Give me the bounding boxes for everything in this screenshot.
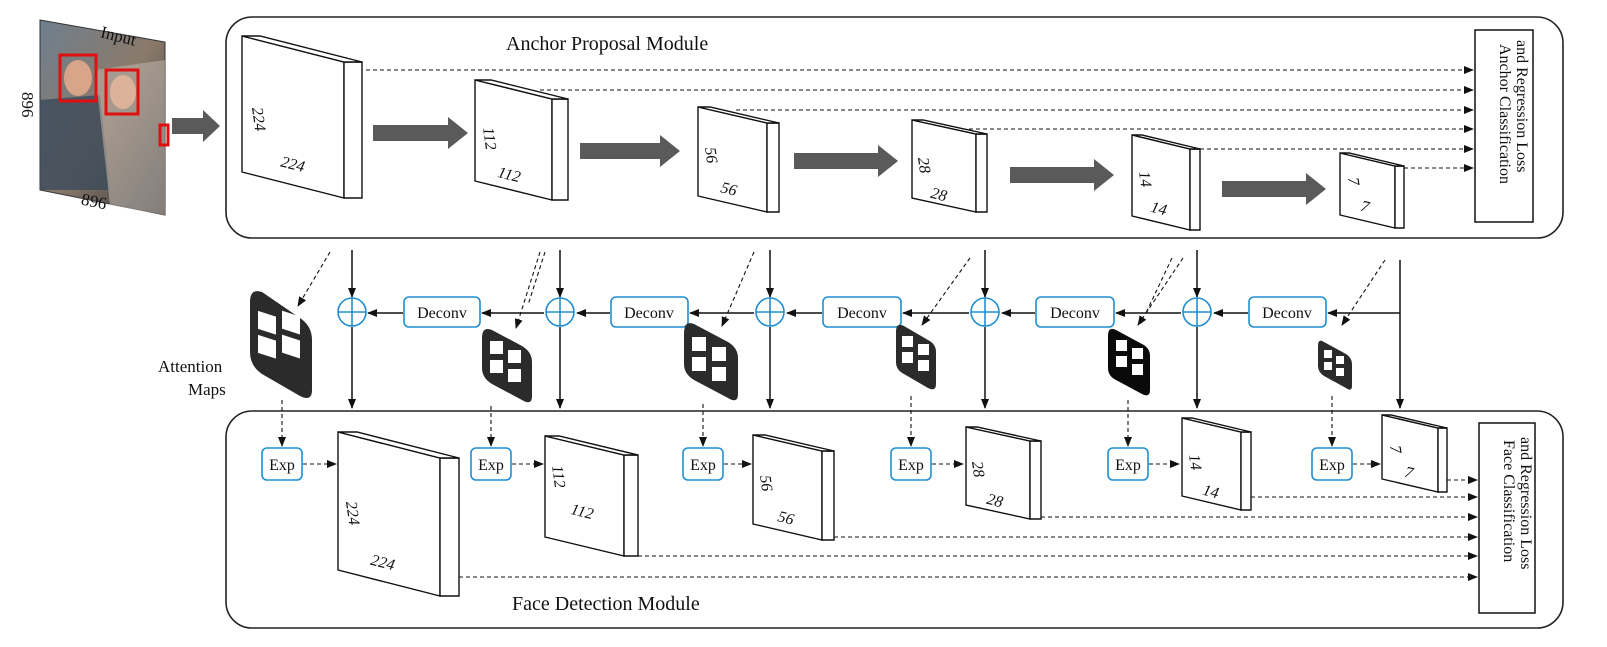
deconv-block-5: Deconv [1248, 296, 1327, 328]
deconv-block-1: Deconv [403, 296, 481, 328]
top-block-2-width: 112 [496, 164, 522, 186]
sum-node-1 [337, 297, 367, 327]
anchor-proposal-module-frame [225, 16, 1564, 239]
sum-node-4 [970, 297, 1000, 327]
attention-map-1 [250, 291, 312, 398]
exp-label-4: Exp [898, 457, 924, 474]
sum-node-3 [755, 297, 785, 327]
attention-map-2 [482, 329, 532, 403]
top-block-5 [1131, 134, 1201, 231]
exp-label-1: Exp [269, 457, 295, 474]
face-loss-connectors [459, 476, 1478, 581]
top-block-4 [911, 119, 988, 213]
top-block-1-width: 224 [279, 154, 306, 176]
top-arrow-2 [580, 135, 680, 167]
attention-label-line-1: Attention [158, 357, 223, 376]
deconv-label-5: Deconv [1262, 305, 1312, 322]
face-module-title: Face Detection Module [512, 593, 700, 615]
bottom-block-2-width: 112 [569, 501, 595, 523]
exp-block-5: Exp [1107, 447, 1149, 481]
bottom-block-4-width: 28 [985, 491, 1005, 511]
top-block-2-height: 112 [479, 126, 499, 151]
top-block-3 [697, 106, 780, 213]
top-block-1 [241, 35, 363, 199]
face-loss-label-2: and Regression Loss [1517, 437, 1534, 569]
deconv-block-2: Deconv [610, 296, 689, 328]
attention-label-line-2: Maps [188, 380, 226, 399]
top-block-3-height: 56 [701, 146, 720, 164]
bottom-block-3-height: 56 [756, 474, 775, 492]
input-image [39, 19, 170, 216]
bottom-block-1-height: 224 [342, 500, 362, 526]
attention-to-exp-connectors [278, 396, 1336, 447]
face-loss-box [1478, 422, 1536, 614]
face-box-3 [158, 123, 170, 147]
face-box-2 [104, 68, 140, 116]
anchor-loss-box [1474, 29, 1534, 223]
anchor-loss-label-2: and Regression Loss [1513, 40, 1530, 172]
deconv-block-3: Deconv [822, 296, 902, 328]
deconv-label-4: Deconv [1050, 305, 1100, 322]
anchor-module-title: Anchor Proposal Module [506, 33, 708, 55]
sum-node-2 [545, 297, 575, 327]
bottom-block-1 [337, 431, 460, 597]
top-block-6 [1339, 152, 1405, 229]
face-box-1 [58, 53, 98, 103]
bottom-block-4-height: 28 [968, 460, 987, 478]
attention-map-3 [684, 323, 738, 401]
top-arrow-5 [1222, 173, 1326, 205]
bottom-block-2-height: 112 [548, 464, 568, 489]
bottom-block-5-width: 14 [1201, 482, 1221, 502]
anchor-loss-connectors [366, 66, 1474, 172]
face-detection-module-frame [225, 410, 1564, 629]
exp-block-1: Exp [261, 447, 303, 481]
deconv-label-3: Deconv [837, 305, 887, 322]
input-width-label: 896 [80, 190, 109, 214]
attention-map-5 [1108, 328, 1150, 396]
top-block-1-height: 224 [248, 106, 268, 132]
top-block-4-height: 28 [914, 156, 933, 174]
exp-label-2: Exp [478, 457, 504, 474]
anchor-loss-label-1: Anchor Classification [1496, 44, 1513, 184]
bottom-block-4 [965, 426, 1042, 520]
input-arrow [172, 110, 220, 142]
top-arrow-1 [373, 117, 468, 149]
bottom-block-6-height: 7 [1386, 444, 1404, 455]
top-block-4-width: 28 [929, 185, 949, 205]
top-block-2 [474, 79, 569, 201]
top-block-5-height: 14 [1135, 170, 1154, 188]
bottom-block-3-width: 56 [776, 508, 796, 528]
exp-block-4: Exp [890, 447, 932, 481]
attention-map-6 [1318, 340, 1352, 390]
exp-block-3: Exp [682, 447, 724, 481]
top-arrow-4 [1010, 159, 1114, 191]
top-block-6-height: 7 [1344, 176, 1362, 187]
exp-label-5: Exp [1115, 457, 1141, 474]
vertical-connectors [348, 250, 1404, 409]
top-arrow-3 [794, 145, 898, 177]
deconv-label-1: Deconv [417, 305, 467, 322]
exp-label-6: Exp [1319, 457, 1345, 474]
exp-block-6: Exp [1311, 447, 1353, 481]
input-height-label: 896 [18, 92, 37, 118]
face-loss-label-1: Face Classification [1500, 440, 1517, 562]
attention-map-4 [896, 324, 936, 390]
bottom-block-6 [1381, 414, 1448, 493]
exp-block-2: Exp [470, 447, 512, 481]
deconv-block-4: Deconv [1035, 296, 1115, 328]
bottom-block-2 [544, 435, 639, 557]
bottom-block-5 [1181, 417, 1252, 511]
bottom-block-1-width: 224 [369, 552, 396, 574]
top-block-3-width: 56 [719, 179, 739, 199]
sum-node-5 [1182, 297, 1212, 327]
exp-label-3: Exp [690, 457, 716, 474]
top-block-5-width: 14 [1149, 199, 1169, 219]
deconv-label-2: Deconv [624, 305, 674, 322]
attention-input-connectors [297, 251, 1386, 329]
bottom-block-3 [752, 434, 835, 541]
bottom-block-5-height: 14 [1185, 453, 1204, 471]
